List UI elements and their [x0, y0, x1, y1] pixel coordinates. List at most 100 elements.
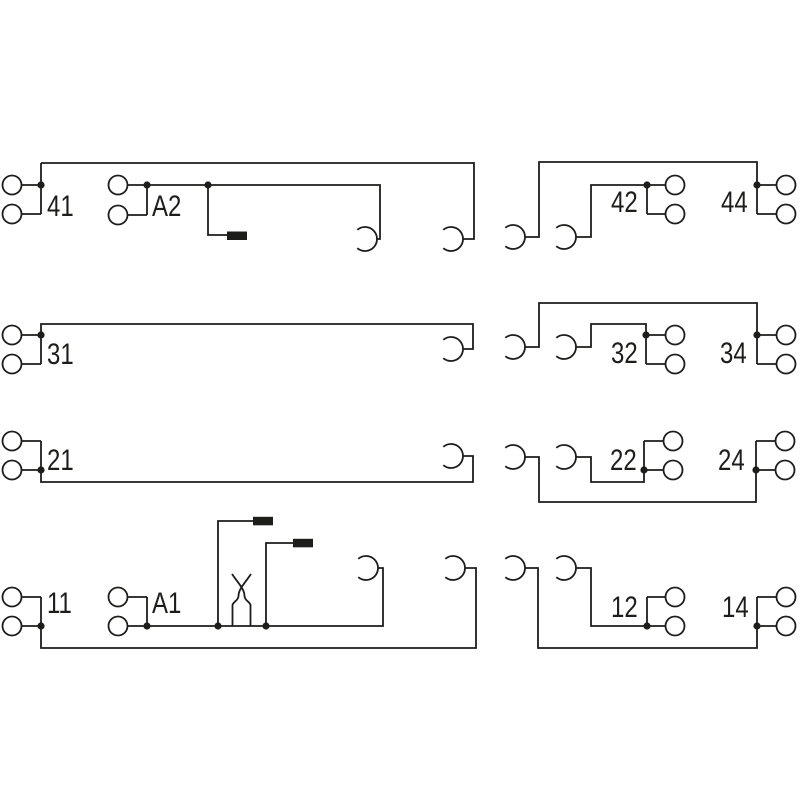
lamp-curve [231, 573, 252, 626]
wire [646, 184, 666, 215]
terminal-11 [1, 586, 45, 637]
terminal-21 [1, 430, 45, 481]
terminal-32-label: 32 [611, 335, 638, 369]
socket-contact-icon [357, 555, 379, 581]
wire-socket-to-34 [525, 302, 758, 348]
socket-contact-icon [504, 555, 526, 581]
terminal-11-hole-top [1, 586, 23, 608]
wire-21-to-socket [40, 455, 474, 483]
circuit-row-21: 21 24 22 [1, 430, 796, 503]
terminal-34-hole-bottom [775, 353, 797, 375]
terminal-12-hole-bottom [664, 615, 686, 637]
circuit-row-11: 11 A1 14 [1, 516, 797, 649]
terminal-12-label: 12 [611, 589, 638, 623]
wire-A1-to-socket [147, 567, 384, 627]
wire-A2-branch [207, 185, 227, 236]
junction-dot [214, 622, 222, 630]
wire [756, 184, 777, 215]
terminal-41-hole-bottom [1, 203, 23, 225]
terminal-A1-hole-bottom [107, 615, 129, 637]
wire [756, 334, 777, 365]
wire-A2-to-socket [147, 184, 381, 240]
terminal-44-hole-top [775, 174, 797, 196]
wire [127, 596, 148, 627]
terminal-42-hole-bottom [664, 203, 686, 225]
terminal-12-hole-top [664, 586, 686, 608]
terminal-32-hole-top [664, 324, 686, 346]
terminal-22-label: 22 [610, 442, 637, 476]
terminal-22-hole-top [662, 430, 684, 452]
wire-A1-branch-2 [265, 542, 293, 626]
wire [21, 334, 42, 365]
terminal-31-label: 31 [47, 336, 74, 370]
socket-contact-icon [444, 555, 466, 581]
terminal-42 [646, 174, 686, 225]
wire-A1-branch-1 [217, 520, 253, 626]
terminal-24-hole-bottom [774, 459, 796, 481]
terminal-24-hole-top [774, 430, 796, 452]
terminal-34-label: 34 [720, 335, 747, 369]
terminal-24-label: 24 [718, 442, 745, 476]
terminal-A2 [107, 174, 151, 226]
terminal-A1 [107, 586, 151, 637]
terminal-14-hole-top [775, 586, 797, 608]
socket-contact-icon [555, 224, 577, 250]
socket-contact-icon [442, 226, 464, 252]
circuit-row-31: 31 34 32 [1, 302, 797, 375]
wire [21, 440, 42, 471]
terminal-14-label: 14 [722, 589, 749, 623]
terminal-31-hole-top [1, 324, 23, 346]
socket-contact-icon [504, 444, 526, 470]
terminal-22-hole-bottom [662, 459, 684, 481]
wire-41-to-socket [41, 162, 475, 240]
socket-contact-icon [555, 555, 577, 581]
terminal-41-hole-top [1, 174, 23, 196]
wire-socket-to-12 [576, 567, 647, 627]
wire-socket-to-42 [576, 184, 647, 238]
terminal-A1-hole-top [107, 586, 129, 608]
terminal-32-hole-bottom [664, 353, 686, 375]
terminal-34-hole-top [775, 324, 797, 346]
lamp-curve [231, 573, 252, 626]
terminal-41 [1, 163, 45, 225]
wire [645, 334, 666, 365]
terminal-34 [756, 324, 797, 375]
terminal-44-hole-bottom [775, 203, 797, 225]
terminal-21-hole-bottom [1, 459, 23, 481]
indicator-lamp-icon [231, 573, 252, 626]
terminal-A2-label: A2 [152, 188, 181, 222]
socket-contact-icon [356, 226, 378, 252]
component-block-icon [253, 516, 273, 526]
terminal-32 [645, 324, 686, 375]
terminal-24 [755, 430, 796, 481]
socket-contact-icon [555, 444, 577, 470]
terminal-41-label: 41 [47, 188, 74, 222]
wire-11-to-socket [40, 567, 477, 649]
junction-dot [37, 181, 45, 189]
wire [21, 596, 42, 627]
wire [643, 440, 664, 471]
circuit-row-41: 41 A2 44 42 [1, 161, 797, 252]
terminal-A2-hole-top [107, 174, 129, 196]
terminal-31 [1, 324, 45, 375]
component-block-icon [293, 538, 313, 548]
wire-31-to-socket [40, 323, 474, 350]
wire-socket-to-22 [576, 456, 645, 483]
socket-contact-icon [442, 443, 464, 469]
terminal-A2-hole-bottom [107, 204, 129, 226]
terminal-11-hole-bottom [1, 615, 23, 637]
terminal-31-hole-bottom [1, 353, 23, 375]
wire-socket-to-14 [525, 567, 758, 649]
wire [21, 163, 42, 215]
wire-socket-to-32 [576, 323, 647, 348]
wire [127, 184, 148, 216]
terminal-44 [756, 174, 797, 225]
terminal-11-label: 11 [47, 585, 72, 619]
terminal-42-hole-top [664, 174, 686, 196]
socket-contact-icon [504, 224, 526, 250]
terminal-21-hole-top [1, 430, 23, 452]
terminal-21-label: 21 [47, 442, 74, 476]
wire [755, 440, 776, 471]
